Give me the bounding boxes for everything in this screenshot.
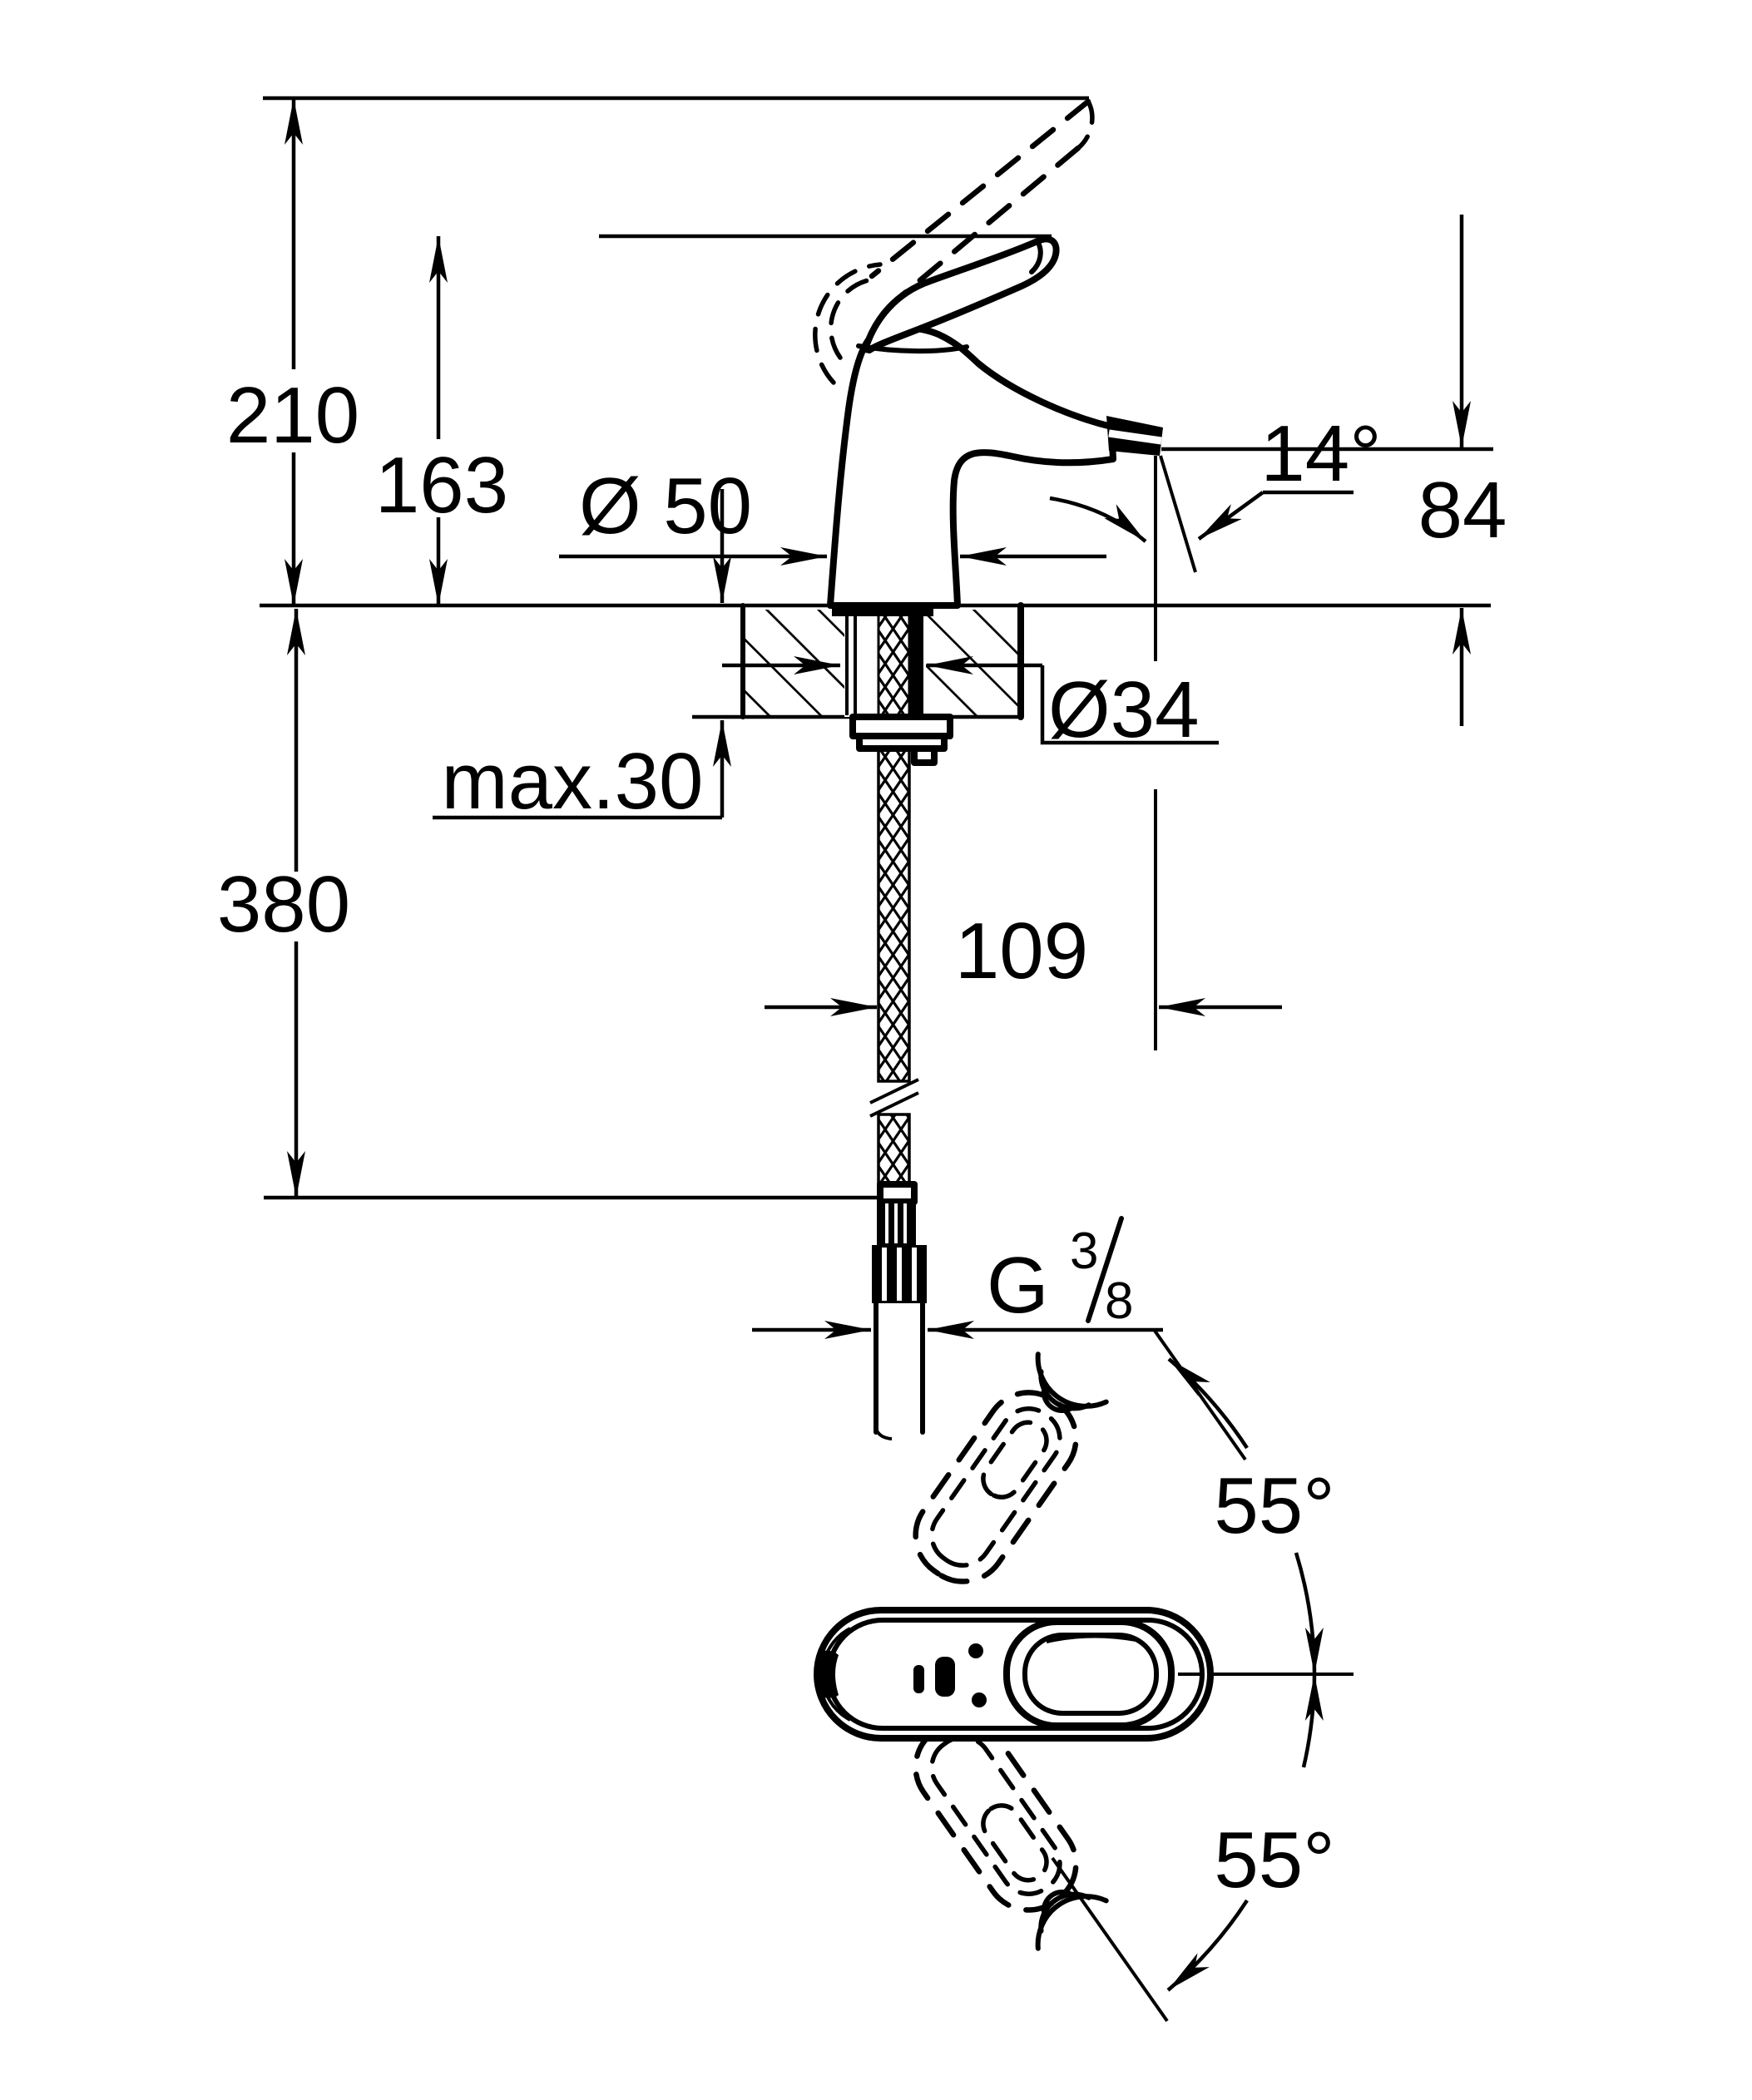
- hose-braid-lower: [877, 1113, 911, 1186]
- upper-arc-outer: [1167, 1357, 1249, 1450]
- leader-line: [1197, 491, 1265, 541]
- leader-line: [1040, 665, 1219, 745]
- handle-position-upper: [913, 1351, 1109, 1584]
- dim-109-label: 109: [955, 907, 1088, 996]
- upper-axis-line: [1153, 1329, 1247, 1461]
- dim-55-upper-label: 55°: [1214, 1461, 1334, 1550]
- nut-step: [911, 745, 938, 766]
- knob-core-dashed: [981, 1803, 1049, 1883]
- stream-angled-line: [1159, 455, 1197, 573]
- hose-in-shank: [877, 611, 911, 719]
- raised-handle-bottom-edge: [892, 145, 1081, 304]
- dimension-109: 109: [765, 907, 1282, 1016]
- connector-tube-end: [874, 1428, 893, 1440]
- dim-55-lower-label: 55°: [1214, 1816, 1334, 1905]
- dim-163-label: 163: [375, 441, 508, 530]
- counter-hatch-right: [926, 610, 1021, 717]
- handle-left-tip-mark: [816, 1650, 839, 1698]
- hose-braid-upper: [877, 747, 911, 1083]
- upper-arc-inner: [1294, 1552, 1324, 1675]
- handle-base-seam: [856, 343, 969, 354]
- raised-handle-top-edge: [869, 98, 1091, 279]
- thumb-recess-outer: [1003, 1618, 1175, 1729]
- dimension-380: 380: [217, 609, 350, 1198]
- shank-wall-right: [908, 613, 923, 717]
- aerator-stripe: [1108, 429, 1162, 445]
- handle-plan-view: [814, 1607, 1214, 1742]
- lower-arc-outer: [1166, 1899, 1249, 1992]
- swivel-angle-dimension: 55° 55°: [1051, 1329, 1335, 2023]
- raised-handle-tip: [1076, 99, 1095, 151]
- thread-label-numerator: 3: [1070, 1223, 1098, 1280]
- flexible-hose: [869, 747, 927, 1440]
- hose-break-gap: [870, 1080, 918, 1116]
- dim-d34-label: Ø34: [1048, 665, 1199, 754]
- knob-outer-dashed: [913, 1390, 1079, 1584]
- handle-detail-slot: [935, 1657, 955, 1697]
- handle-front-edge: [1029, 239, 1043, 274]
- hose-break-line2: [869, 1091, 919, 1118]
- hose-break-line1: [869, 1078, 919, 1104]
- stream-lines: [1049, 455, 1197, 1050]
- lower-arc-inner: [1301, 1673, 1324, 1768]
- dim-14-label: 14°: [1260, 409, 1381, 498]
- dim-210-label: 210: [226, 371, 359, 460]
- dim-84-label: 84: [1418, 466, 1507, 555]
- lower-axis-line: [1051, 1856, 1169, 2023]
- pivot-arc-outer: [813, 262, 883, 385]
- dimension-g38: G 3 8: [752, 1216, 1163, 1339]
- thumb-recess-highlight: [1046, 1634, 1137, 1643]
- dimension-max30: max.30: [433, 489, 731, 826]
- knob-core-dashed: [981, 1420, 1049, 1500]
- faucet-body: [827, 235, 1163, 609]
- dimension-14deg: 14°: [1197, 409, 1382, 541]
- hose-collar: [877, 1181, 918, 1205]
- dimension-84: 84: [1418, 215, 1507, 726]
- handle-detail-slot: [913, 1665, 924, 1693]
- handle-detail-dot: [972, 1692, 987, 1707]
- dimension-210: 210: [226, 98, 359, 605]
- faucet-body-outline: [827, 324, 1116, 609]
- handle-detail-dot: [968, 1643, 983, 1658]
- handle-raised-position: [813, 98, 1095, 385]
- dimension-d34: Ø34: [722, 656, 1219, 754]
- top-view: 55° 55°: [814, 1329, 1354, 2023]
- knob-inner-dashed: [929, 1735, 1062, 1896]
- dim-d50-label: Ø 50: [579, 462, 752, 551]
- angle-arc-14: [1049, 496, 1147, 543]
- dim-max30-label: max.30: [442, 737, 704, 826]
- dimension-163: 163: [375, 236, 508, 605]
- knob-inner-dashed: [929, 1406, 1062, 1568]
- thread-label-denominator: 8: [1105, 1272, 1133, 1330]
- knob-claw-arc: [1035, 1351, 1109, 1409]
- pivot-arc-inner: [829, 277, 874, 360]
- thread-label-slash: [1086, 1216, 1124, 1323]
- thread-label-base: G: [987, 1241, 1049, 1330]
- dim-380-label: 380: [217, 860, 350, 949]
- knob-claw-arc: [1035, 1894, 1109, 1951]
- handle-lever-outline: [862, 235, 1060, 353]
- side-view: 210 163 Ø 50 14° 84: [217, 96, 1507, 1440]
- counter-hatch-left: [743, 610, 844, 717]
